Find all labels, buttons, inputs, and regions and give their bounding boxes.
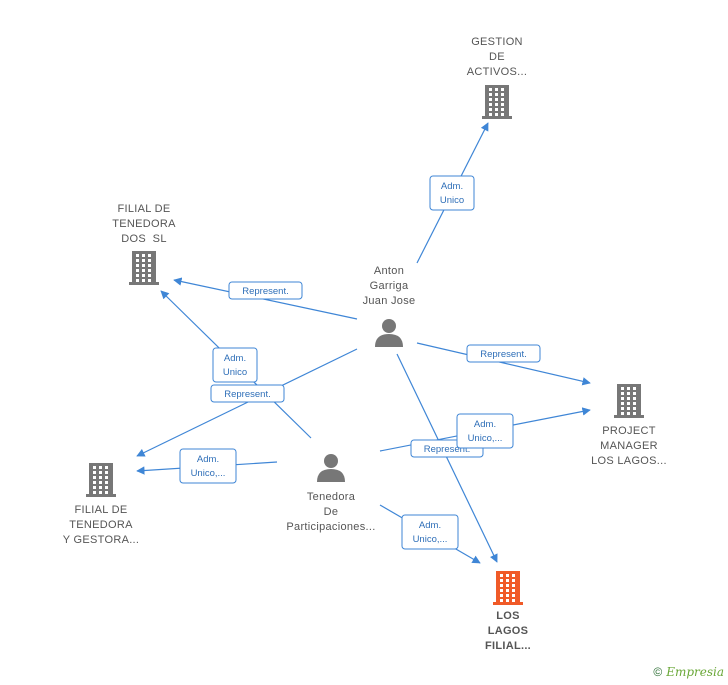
node-label: Y GESTORA...	[63, 534, 140, 546]
edge-label[interactable]: Represent.	[228, 281, 303, 300]
edge-label-text: Unico	[440, 195, 464, 206]
node-gestion[interactable]: GESTION DE ACTIVOS...	[467, 36, 527, 119]
node-label: FILIAL DE	[74, 504, 127, 516]
edge-label-text: Adm.	[474, 419, 496, 430]
node-label: DE	[489, 51, 505, 63]
edge-label-box	[210, 384, 285, 403]
edge-label-text: Represent.	[424, 444, 470, 455]
edge-label[interactable]: Represent.	[466, 344, 541, 363]
node-label: FILIAL DE	[117, 203, 170, 215]
node-label: MANAGER	[600, 440, 658, 452]
edge-label-text: Unico,...	[413, 534, 448, 545]
building-icon[interactable]	[482, 85, 512, 119]
edge-label-text: Adm.	[419, 520, 441, 531]
node-label: Juan Jose	[363, 295, 416, 307]
node-label: DOS SL	[121, 233, 167, 245]
edge-label-text: Represent.	[224, 389, 270, 400]
edge-label[interactable]: Adm. Unico	[429, 175, 475, 211]
edge-label-box	[429, 175, 475, 211]
edge-label-text: Unico	[223, 367, 247, 378]
edge-anton-to-project_manager	[416, 342, 591, 386]
node-label: Tenedora	[307, 491, 356, 503]
node-label: LAGOS	[488, 625, 529, 637]
node-tenedora[interactable]: TenedoraDeParticipaciones...	[286, 454, 375, 533]
node-label: GESTION	[471, 36, 523, 48]
edge-label-text: Represent.	[242, 286, 288, 297]
node-label: TENEDORA	[112, 218, 176, 230]
node-label: De	[324, 506, 339, 518]
building-icon[interactable]	[614, 384, 644, 418]
node-label: Anton	[374, 265, 404, 277]
copyright-icon: ©	[653, 665, 663, 679]
edge-label-text: Represent.	[480, 349, 526, 360]
edge-anton-to-los_lagos	[396, 353, 498, 563]
node-label: LOS LAGOS...	[591, 455, 667, 467]
node-filial-dos[interactable]: FILIAL DE TENEDORA DOS SL	[112, 203, 176, 285]
building-icon[interactable]	[86, 463, 116, 497]
person-icon[interactable]	[375, 319, 403, 347]
node-label: TENEDORA	[69, 519, 133, 531]
edge-label-text: Unico,...	[191, 468, 226, 479]
brand-footer: ©Empresia	[653, 665, 724, 679]
edge-label-box	[401, 514, 459, 550]
building-icon[interactable]	[493, 571, 523, 605]
edge-label[interactable]: Adm. Unico,...	[456, 413, 514, 449]
edge-label-text: Adm.	[224, 353, 246, 364]
edge-label-box	[212, 347, 258, 383]
edge-label[interactable]: Adm. Unico	[212, 347, 258, 383]
node-label: FILIAL...	[485, 640, 531, 652]
edge-label-box	[179, 448, 237, 484]
node-filial-gestora[interactable]: FILIAL DE TENEDORA Y GESTORA...	[63, 463, 140, 546]
node-los-lagos[interactable]: LOS LAGOS FILIAL...	[485, 571, 531, 652]
edge-label-box	[228, 281, 303, 300]
edge-label[interactable]: Adm. Unico,...	[179, 448, 237, 484]
edge-label-text: Unico,...	[468, 433, 503, 444]
edge-label[interactable]: Adm. Unico,...	[401, 514, 459, 550]
node-label: LOS	[496, 610, 520, 622]
edge-label-box	[466, 344, 541, 363]
node-label: ACTIVOS...	[467, 66, 527, 78]
node-label: PROJECT	[602, 425, 655, 437]
node-project-manager[interactable]: PROJECT MANAGER LOS LAGOS...	[591, 384, 667, 467]
node-label: Garriga	[370, 280, 409, 292]
edge-label-text: Adm.	[197, 454, 219, 465]
edge-label[interactable]: Represent.	[210, 384, 285, 403]
edge-label-box	[456, 413, 514, 449]
person-icon[interactable]	[317, 454, 345, 482]
building-icon[interactable]	[129, 251, 159, 285]
node-label: Participaciones...	[286, 521, 375, 533]
brand-name: Empresia	[666, 665, 724, 679]
edge-label-text: Adm.	[441, 181, 463, 192]
